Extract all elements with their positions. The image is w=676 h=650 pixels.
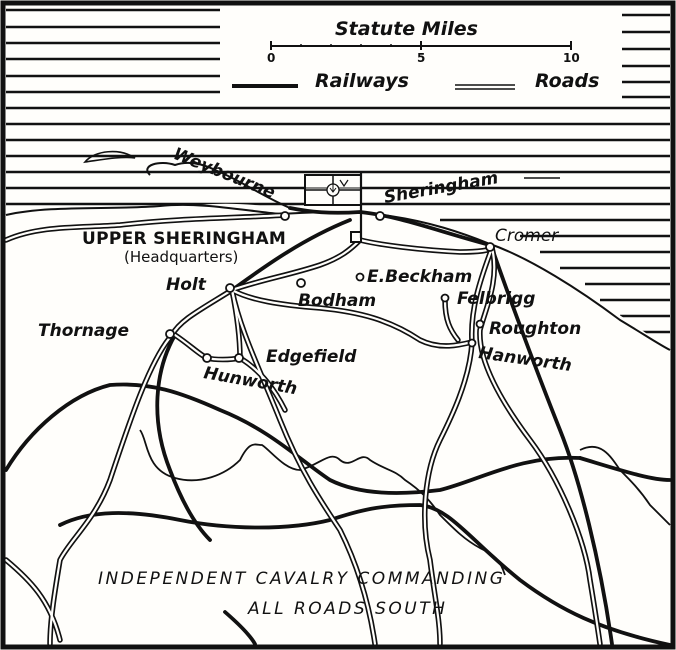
marker-thornage[interactable] <box>165 329 175 339</box>
label-e-beckham: E.Beckham <box>367 267 472 287</box>
roads-label: Roads <box>535 70 599 92</box>
weybourne-spit <box>146 161 291 209</box>
river <box>139 429 506 576</box>
label-bodham: Bodham <box>298 291 376 311</box>
label-headquarters: (Headquarters) <box>124 248 238 266</box>
label-weybourne: Weybourne <box>170 144 278 203</box>
label-thornage: Thornage <box>38 321 129 341</box>
land-mass <box>6 203 670 644</box>
label-cromer: Cromer <box>495 226 559 246</box>
marker-cromer[interactable] <box>485 242 495 252</box>
railways-label: Railways <box>315 70 409 92</box>
marker-felbrigg[interactable] <box>440 293 450 303</box>
marker-sheringham[interactable] <box>375 211 385 221</box>
label-edgefield: Edgefield <box>266 347 357 367</box>
label-upper-sheringham: UPPER SHERINGHAM <box>82 229 286 249</box>
marker-roughton[interactable] <box>475 319 485 329</box>
label-sheringham: Sheringham <box>382 168 499 208</box>
railways <box>4 206 672 647</box>
marker-hanworth[interactable] <box>467 338 477 348</box>
place-labels: Weybourne Sheringham Cromer UPPER SHERIN… <box>38 144 581 399</box>
annotation-line-2: ALL ROADS SOUTH <box>247 599 447 619</box>
marker-hunworth-w[interactable] <box>202 353 212 363</box>
marker-e-beckham[interactable] <box>355 272 365 282</box>
headquarters-marker[interactable] <box>350 231 362 243</box>
scale-tick-5: 5 <box>417 51 425 65</box>
flag-icon <box>304 172 363 238</box>
marker-hunworth-e[interactable] <box>234 353 244 363</box>
label-roughton: Roughton <box>489 319 581 339</box>
marker-weybourne[interactable] <box>280 211 290 221</box>
scale-tick-0: 0 <box>267 51 275 65</box>
scale-title: Statute Miles <box>335 18 478 40</box>
roads <box>3 212 603 647</box>
legend: Statute Miles 0 5 10 Railways Roads <box>232 18 599 92</box>
marker-bodham[interactable] <box>296 278 306 288</box>
annotation-line-1: INDEPENDENT CAVALRY COMMANDING <box>98 569 505 589</box>
marker-holt[interactable] <box>225 283 235 293</box>
label-felbrigg: Felbrigg <box>457 289 535 309</box>
place-markers <box>165 211 495 363</box>
scale-tick-10: 10 <box>563 51 580 65</box>
label-holt: Holt <box>166 275 207 295</box>
